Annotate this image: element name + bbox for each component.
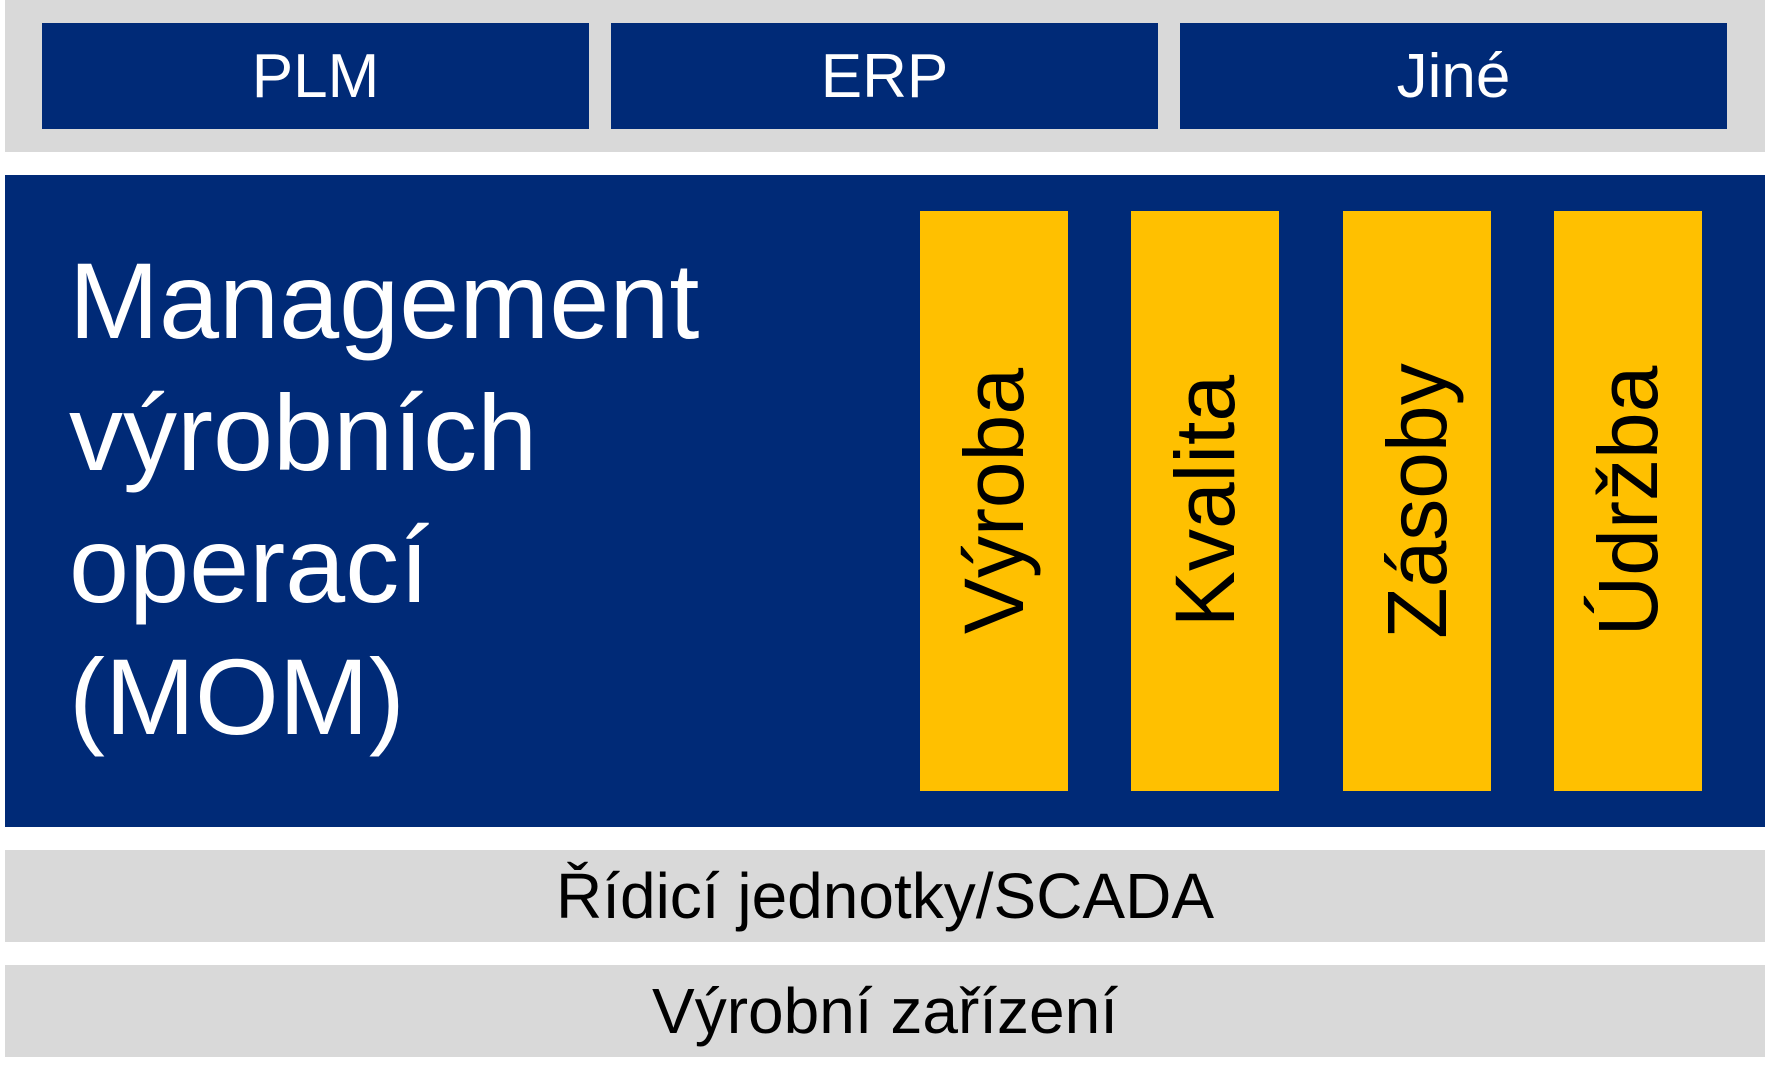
enterprise-systems-layer: PLM ERP Jiné bbox=[5, 0, 1765, 152]
function-label: Kvalita bbox=[1158, 374, 1252, 628]
mom-title-line: (MOM) bbox=[69, 636, 405, 757]
erp-box: ERP bbox=[611, 23, 1158, 129]
mom-title-line: výrobních bbox=[69, 372, 538, 493]
function-production: Výroba bbox=[920, 211, 1068, 791]
other-systems-box: Jiné bbox=[1180, 23, 1727, 129]
function-label: Výroba bbox=[947, 367, 1041, 635]
function-label: Zásoby bbox=[1370, 363, 1464, 639]
mom-title-line: Management bbox=[69, 240, 700, 361]
equipment-layer: Výrobní zařízení bbox=[5, 965, 1765, 1057]
mom-layer: Management výrobních operací (MOM) Výrob… bbox=[5, 175, 1765, 827]
function-quality: Kvalita bbox=[1131, 211, 1279, 791]
function-label: Údržba bbox=[1581, 365, 1675, 637]
mom-title: Management výrobních operací (MOM) bbox=[69, 235, 829, 763]
plm-box: PLM bbox=[42, 23, 589, 129]
control-layer: Řídicí jednotky/SCADA bbox=[5, 850, 1765, 942]
function-inventory: Zásoby bbox=[1343, 211, 1491, 791]
mom-title-line: operací bbox=[69, 504, 430, 625]
function-maintenance: Údržba bbox=[1554, 211, 1702, 791]
